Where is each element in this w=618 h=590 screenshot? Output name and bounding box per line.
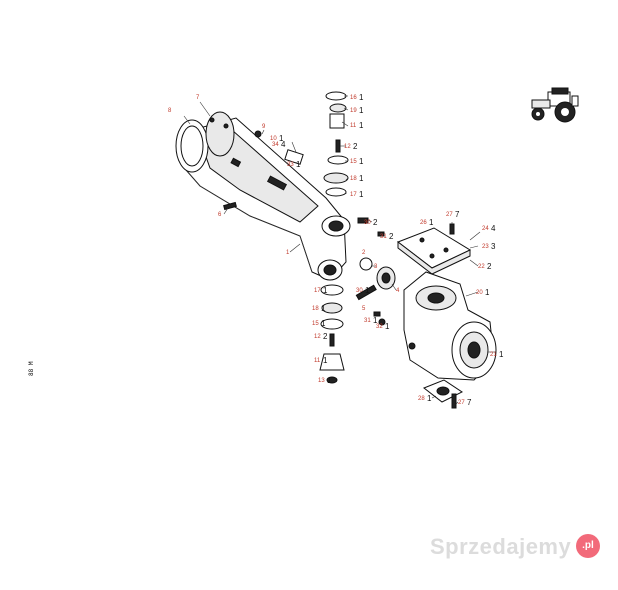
callout-number: 11 <box>314 358 321 364</box>
callout-number: 20 <box>476 290 483 296</box>
lower-bearing-stack <box>319 284 386 384</box>
callout-quantity: 1 <box>385 322 390 331</box>
callout-number: 9 <box>262 124 266 130</box>
callout-number: 28 <box>418 396 425 402</box>
callout-number: 15 <box>350 159 357 165</box>
callout-number: 10 <box>270 136 277 142</box>
center-pins <box>357 217 396 290</box>
callout-quantity: 3 <box>491 242 496 251</box>
bolt-9 <box>254 130 262 138</box>
callout-number: 31 <box>364 318 371 324</box>
callout-number: 31 <box>380 234 387 240</box>
bottom-plate <box>423 379 463 409</box>
front-flange <box>205 111 235 157</box>
callout-quantity: 1 <box>321 319 326 328</box>
top-plate <box>396 223 472 275</box>
callout-number: 11 <box>350 123 357 129</box>
callout-number: 17 <box>350 192 357 198</box>
callout-number: 30 <box>356 288 363 294</box>
callout-number: 4 <box>396 288 400 294</box>
side-code: 88 M <box>28 361 35 376</box>
callout-quantity: 1 <box>279 134 284 143</box>
callout-quantity: 1 <box>359 106 364 115</box>
callout-number: 18 <box>350 176 357 182</box>
callout-number: 22 <box>478 264 485 270</box>
callout-number: 26 <box>420 220 427 226</box>
tractor-icon <box>531 87 579 123</box>
callout-quantity: 1 <box>429 218 434 227</box>
callout-number: 15 <box>312 321 319 327</box>
callout-quantity: 2 <box>389 232 394 241</box>
callout-quantity: 1 <box>359 157 364 166</box>
callout-quantity: 1 <box>359 93 364 102</box>
callout-number: 8 <box>168 108 172 114</box>
callout-number: 27 <box>458 400 465 406</box>
callout-number: 33 <box>287 162 294 168</box>
bolt-6 <box>223 201 237 211</box>
callout-number: 30 <box>364 220 371 226</box>
upper-bearing-stack <box>323 91 349 197</box>
callout-number: 19 <box>350 108 357 114</box>
callout-number: 24 <box>482 226 489 232</box>
callout-quantity: 1 <box>359 121 364 130</box>
callout-number: 27 <box>446 212 453 218</box>
callout-quantity: 1 <box>373 316 378 325</box>
callout-quantity: 4 <box>281 140 286 149</box>
shim-plate <box>284 149 304 165</box>
callout-number: 6 <box>218 212 222 218</box>
callout-quantity: 4 <box>491 224 496 233</box>
axle-housing <box>177 117 351 281</box>
callout-number: 17 <box>314 288 321 294</box>
callout-quantity: 1 <box>323 286 328 295</box>
callout-quantity: 1 <box>485 288 490 297</box>
callout-quantity: 2 <box>373 218 378 227</box>
callout-quantity: 7 <box>467 398 472 407</box>
callout-number: 18 <box>312 306 319 312</box>
callout-quantity: 2 <box>487 262 492 271</box>
callout-quantity: 2 <box>353 142 358 151</box>
callout-quantity: 1 <box>499 350 504 359</box>
seal-ring <box>175 119 209 173</box>
callout-quantity: 1 <box>427 394 432 403</box>
callout-number: 13 <box>318 378 325 384</box>
callout-quantity: 1 <box>327 376 332 385</box>
callout-number: 23 <box>482 244 489 250</box>
callout-quantity: 2 <box>323 332 328 341</box>
callout-number: 34 <box>272 142 279 148</box>
callout-number: 32 <box>376 324 383 330</box>
callout-quantity: 1 <box>321 304 326 313</box>
leader-lines <box>183 95 496 405</box>
callout-number: 1 <box>286 250 290 256</box>
callout-number: 3 <box>374 264 378 270</box>
steering-knuckle <box>403 271 497 381</box>
callout-number: 2 <box>362 250 366 256</box>
watermark-badge: .pl <box>576 534 600 558</box>
callout-number: 12 <box>344 144 351 150</box>
callout-quantity: 1 <box>365 286 370 295</box>
callout-number: 21 <box>490 352 497 358</box>
callout-number: 7 <box>196 95 200 101</box>
callout-number: 12 <box>314 334 321 340</box>
callout-number: 5 <box>362 306 366 312</box>
callout-number: 16 <box>350 95 357 101</box>
callout-quantity: 7 <box>455 210 460 219</box>
callout-quantity: 1 <box>359 190 364 199</box>
callout-quantity: 1 <box>296 160 301 169</box>
callout-quantity: 1 <box>323 356 328 365</box>
watermark-text: Sprzedajemy <box>430 534 572 559</box>
callout-quantity: 1 <box>359 174 364 183</box>
